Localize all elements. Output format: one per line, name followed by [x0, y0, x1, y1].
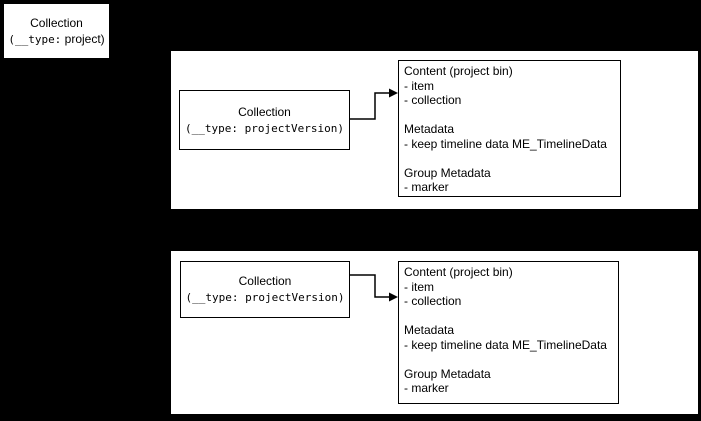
content-line-blank: [404, 352, 614, 367]
node-type-line: (__type: project): [8, 31, 104, 48]
content-line-blank: [404, 108, 616, 123]
content-line: - collection: [404, 294, 462, 308]
content-line: Content (project bin): [404, 265, 513, 279]
content-line-blank: [404, 309, 614, 324]
node-content-metadata-2: Content (project bin) - item - collectio…: [398, 261, 619, 404]
content-line-blank: [404, 151, 616, 166]
content-line: - collection: [404, 93, 462, 107]
content-line: - keep timeline data ME_TimelineData: [404, 136, 607, 151]
node-type-line: (__type: projectVersion): [185, 120, 344, 137]
node-collection-project-version-1: Collection (__type: projectVersion): [179, 90, 350, 150]
node-collection-project: Collection (__type: project): [3, 3, 110, 59]
content-line: Group Metadata: [404, 165, 491, 180]
node-collection-project-version-2: Collection (__type: projectVersion): [180, 261, 350, 318]
panel-project-version-1: Collection (__type: projectVersion) Cont…: [171, 51, 698, 209]
node-type-rest: project): [61, 31, 105, 46]
node-title: Collection: [30, 15, 83, 30]
node-type-mono: (__type: projectVersion): [185, 121, 344, 135]
content-line: - item: [404, 279, 434, 294]
content-line: - keep timeline data ME_TimelineData: [404, 337, 607, 352]
node-type-mono: (__type:: [8, 32, 62, 46]
content-line: - marker: [404, 180, 449, 194]
content-line: - marker: [404, 381, 449, 395]
content-line: Group Metadata: [404, 366, 491, 381]
node-title: Collection: [238, 274, 292, 288]
content-line: Content (project bin): [404, 64, 513, 78]
content-line: Metadata: [404, 122, 455, 136]
node-title: Collection: [238, 104, 291, 119]
content-line: Metadata: [404, 323, 455, 337]
content-line: - item: [404, 78, 434, 93]
node-type-mono: (__type: projectVersion): [185, 291, 345, 304]
panel-project-version-2: Collection (__type: projectVersion) Cont…: [171, 251, 698, 414]
node-content-metadata-1: Content (project bin) - item - collectio…: [398, 60, 621, 197]
node-type-line: (__type: projectVersion): [186, 289, 345, 306]
